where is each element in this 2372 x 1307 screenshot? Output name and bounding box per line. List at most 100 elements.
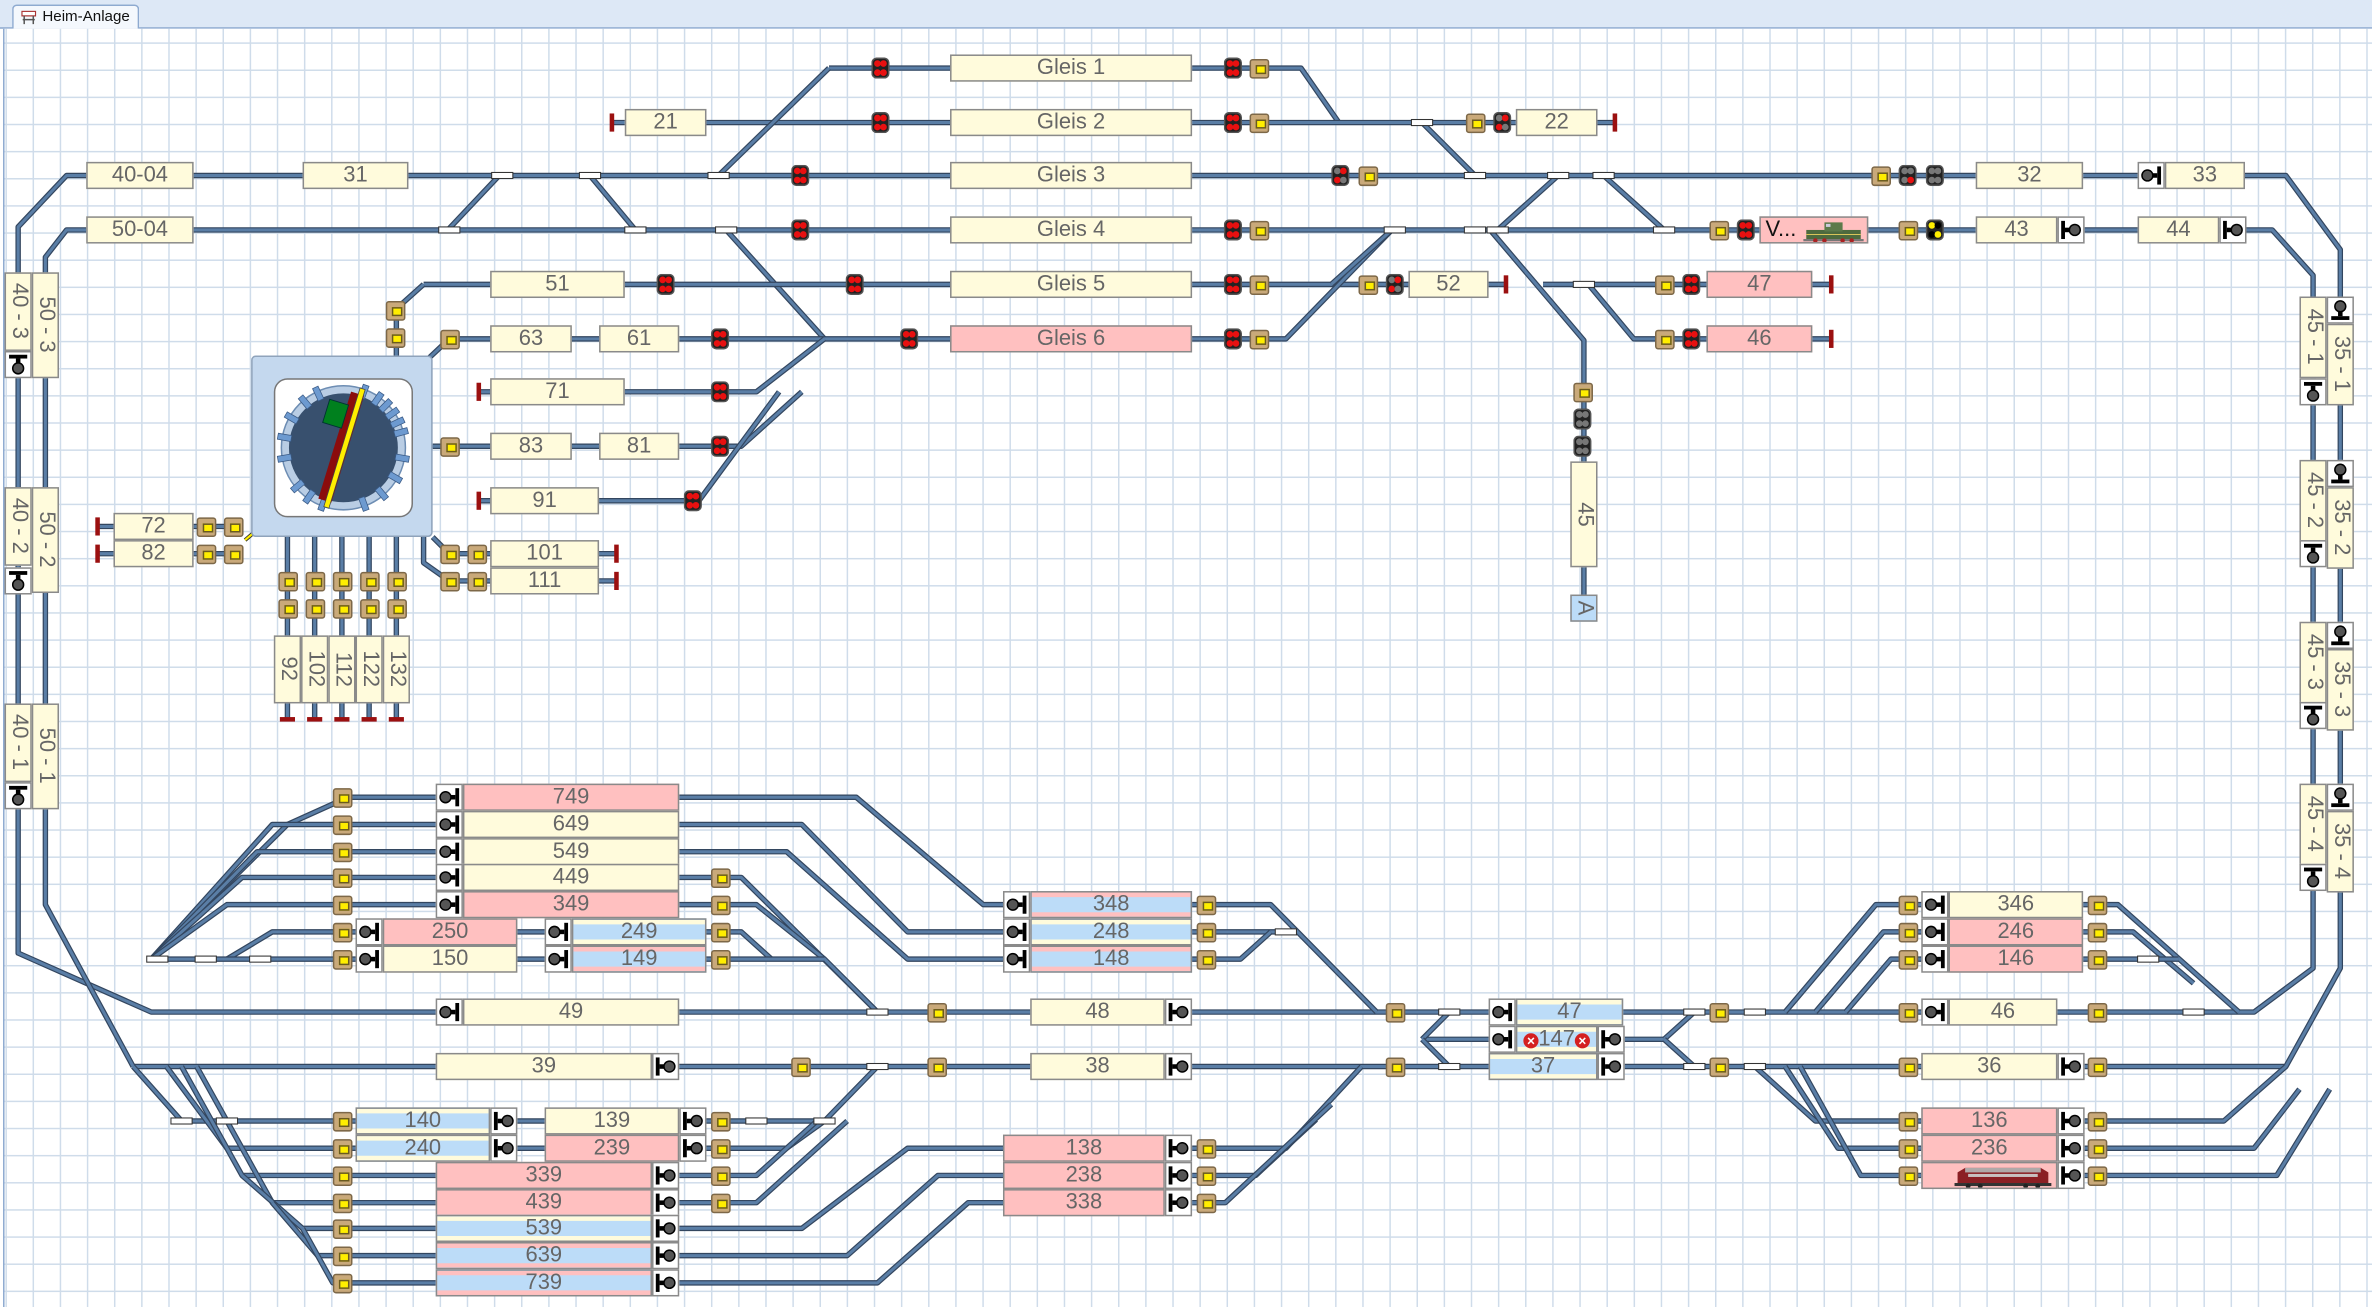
feedback-contact[interactable] <box>2086 1111 2107 1131</box>
main-signal-dark[interactable] <box>1573 408 1592 430</box>
dwarf-signal[interactable] <box>435 783 463 811</box>
feedback-contact[interactable] <box>332 1218 352 1239</box>
feedback-contact[interactable] <box>1384 1056 1405 1077</box>
feedback-contact[interactable] <box>1195 1138 1216 1159</box>
dwarf-signal[interactable] <box>355 918 383 946</box>
feedback-contact[interactable] <box>1897 1111 1918 1131</box>
main-signal-red[interactable] <box>845 273 864 295</box>
block-22[interactable]: 22 <box>1515 108 1598 137</box>
block-a[interactable]: A <box>1570 594 1598 622</box>
dwarf-signal[interactable] <box>2299 863 2327 892</box>
block-149[interactable]: 149 <box>571 945 707 973</box>
feedback-contact[interactable] <box>439 436 460 457</box>
turnout-switch[interactable] <box>1743 1062 1766 1071</box>
feedback-contact[interactable] <box>332 894 352 915</box>
turnout-switch[interactable] <box>715 226 738 234</box>
turnout-switch[interactable] <box>1463 171 1487 180</box>
dwarf-signal[interactable] <box>2057 216 2085 244</box>
feedback-contact[interactable] <box>332 814 352 835</box>
feedback-contact[interactable] <box>466 571 487 591</box>
dwarf-signal[interactable] <box>1164 1189 1193 1217</box>
turnout-switch[interactable] <box>578 171 602 180</box>
dwarf-signal[interactable] <box>544 918 572 946</box>
turnout-switch[interactable] <box>249 955 272 963</box>
block-35-4[interactable]: 35 - 4 <box>2326 810 2354 893</box>
block-33[interactable]: 33 <box>2164 161 2245 190</box>
main-signal-red[interactable] <box>1223 273 1243 295</box>
feedback-contact[interactable] <box>710 1111 730 1131</box>
block-82[interactable]: 82 <box>113 540 194 568</box>
feedback-contact[interactable] <box>1248 112 1269 133</box>
block-46[interactable]: 46 <box>1948 998 2058 1026</box>
main-signal-red[interactable] <box>656 273 675 295</box>
turnout-switch[interactable] <box>1592 171 1615 180</box>
block-248[interactable]: 248 <box>1030 918 1193 946</box>
block-40-3[interactable]: 40 - 3 <box>4 272 32 351</box>
main-signal-red[interactable] <box>1493 111 1512 134</box>
feedback-contact[interactable] <box>385 327 405 348</box>
dwarf-signal[interactable] <box>2326 783 2354 811</box>
block-36[interactable]: 36 <box>1921 1052 2058 1081</box>
main-signal-dark[interactable] <box>1573 435 1592 457</box>
block-439[interactable]: 439 <box>435 1189 653 1217</box>
block-50-2[interactable]: 50 - 2 <box>31 487 59 594</box>
main-signal-red[interactable] <box>871 111 890 134</box>
main-signal-red[interactable] <box>791 219 810 241</box>
dwarf-signal[interactable] <box>435 863 463 892</box>
dwarf-signal[interactable] <box>2219 216 2247 244</box>
feedback-contact[interactable] <box>1195 1165 1216 1186</box>
feedback-contact[interactable] <box>1870 165 1891 186</box>
block-649[interactable]: 649 <box>462 810 680 839</box>
feedback-contact[interactable] <box>710 1138 730 1159</box>
block-45-3[interactable]: 45 - 3 <box>2299 621 2327 704</box>
feedback-contact[interactable] <box>304 598 325 618</box>
feedback-contact[interactable] <box>332 949 352 969</box>
dwarf-signal[interactable] <box>4 782 32 810</box>
block-349[interactable]: 349 <box>462 891 680 919</box>
feedback-contact[interactable] <box>1357 274 1378 295</box>
dwarf-signal[interactable] <box>1597 1025 1625 1053</box>
block-48[interactable]: 48 <box>1030 998 1165 1026</box>
turnout-switch[interactable] <box>707 171 730 180</box>
feedback-contact[interactable] <box>1248 274 1269 295</box>
turnout-switch[interactable] <box>170 1117 193 1125</box>
block-92[interactable]: 92 <box>273 635 302 704</box>
dwarf-signal[interactable] <box>1002 918 1031 946</box>
dwarf-signal[interactable] <box>1597 1052 1625 1081</box>
dwarf-signal[interactable] <box>1921 891 1949 919</box>
main-signal-red[interactable] <box>1385 273 1404 295</box>
turntable-bridge[interactable] <box>299 381 366 509</box>
feedback-contact[interactable] <box>332 867 352 888</box>
feedback-contact[interactable] <box>1897 949 1918 969</box>
feedback-contact[interactable] <box>195 516 216 537</box>
block-gleis-2[interactable]: Gleis 2 <box>950 108 1193 137</box>
feedback-contact[interactable] <box>1248 220 1269 240</box>
turnout-switch[interactable] <box>146 955 169 963</box>
dwarf-signal[interactable] <box>1164 1134 1193 1162</box>
block-132[interactable]: 132 <box>382 635 410 704</box>
feedback-contact[interactable] <box>223 543 243 564</box>
block-61[interactable]: 61 <box>599 325 680 353</box>
block-38[interactable]: 38 <box>1030 1052 1165 1081</box>
dwarf-signal[interactable] <box>2057 1107 2085 1135</box>
main-signal-red[interactable] <box>1223 57 1243 79</box>
block-250[interactable]: 250 <box>382 918 518 946</box>
block-46[interactable]: 46 <box>1706 325 1813 353</box>
dwarf-signal[interactable] <box>2299 701 2327 730</box>
feedback-contact[interactable] <box>2086 1165 2107 1186</box>
dwarf-signal[interactable] <box>435 838 463 866</box>
block-148[interactable]: 148 <box>1030 945 1193 973</box>
dwarf-signal[interactable] <box>1488 998 1516 1026</box>
turnout-switch[interactable] <box>1572 280 1596 288</box>
main-signal-dark[interactable] <box>1925 164 1944 187</box>
block-72[interactable]: 72 <box>113 512 194 541</box>
block-249[interactable]: 249 <box>571 918 707 946</box>
block-49[interactable]: 49 <box>462 998 680 1026</box>
main-signal-red[interactable] <box>900 328 919 350</box>
main-signal-red[interactable] <box>1898 164 1917 187</box>
feedback-contact[interactable] <box>332 922 352 942</box>
block-101[interactable]: 101 <box>490 540 600 568</box>
tab-heim-anlage[interactable]: Heim-Anlage <box>12 4 139 29</box>
block-45-4[interactable]: 45 - 4 <box>2299 783 2327 866</box>
feedback-contact[interactable] <box>304 571 325 591</box>
